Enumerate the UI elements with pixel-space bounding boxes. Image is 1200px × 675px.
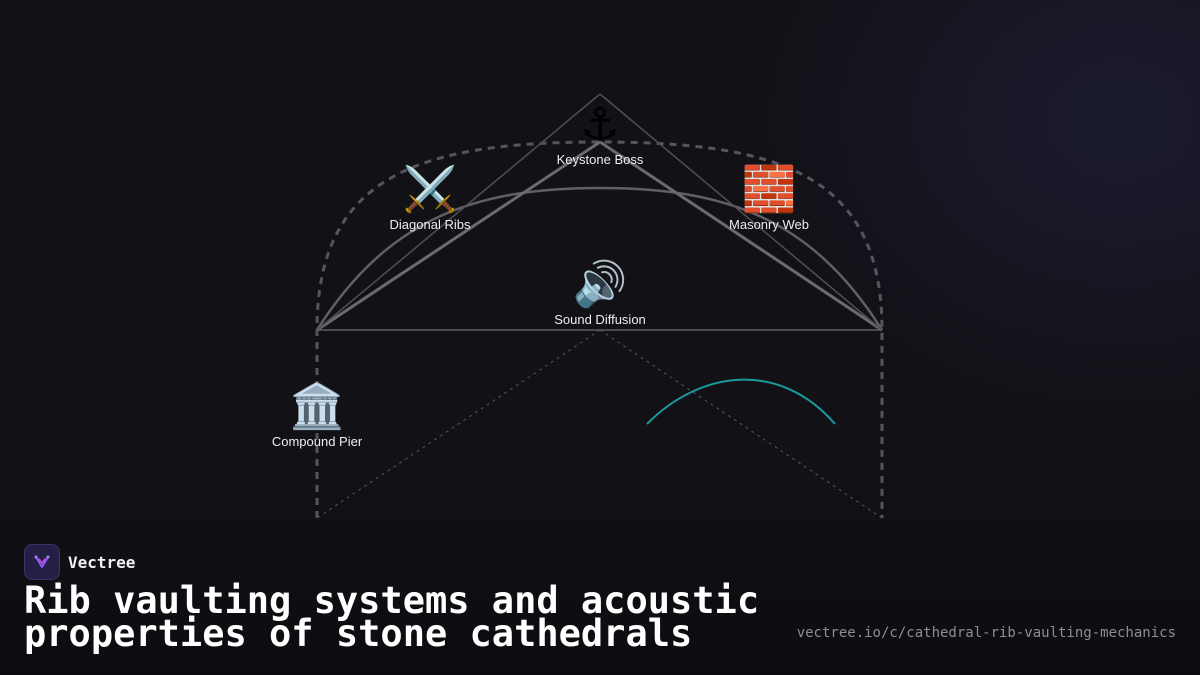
outer-arch-outline (315, 140, 884, 518)
node-label: Keystone Boss (556, 152, 644, 167)
brand-name: Vectree (68, 552, 136, 572)
anchor-icon: ⚓ (580, 99, 620, 150)
inner-arch (315, 186, 884, 331)
vectree-logo-icon (24, 544, 60, 580)
speaker-icon: 🔊 (572, 259, 628, 310)
node-diagonal-ribs: ⚔️ Diagonal Ribs (389, 164, 471, 233)
page-url: vectree.io/c/cathedral-rib-vaulting-mech… (796, 625, 1176, 641)
node-label: Compound Pier (271, 434, 363, 449)
classical-building-icon: 🏛️ (289, 381, 345, 432)
ridge-line-left (316, 93, 601, 331)
crossed-swords-icon: ⚔️ (402, 164, 458, 215)
brand: Vectree (24, 544, 135, 580)
diagonal-rib-right (599, 140, 883, 332)
thrust-line-left (316, 329, 601, 519)
node-label: Diagonal Ribs (389, 217, 471, 232)
node-keystone-boss: ⚓ Keystone Boss (556, 99, 644, 168)
ridge-line-right (599, 93, 883, 331)
node-sound-diffusion: 🔊 Sound Diffusion (554, 259, 646, 328)
node-masonry-web: 🧱 Masonry Web (729, 164, 809, 233)
acoustic-wave-arc (646, 378, 836, 425)
node-label: Sound Diffusion (554, 312, 646, 327)
page-title: Rib vaulting systems and acoustic proper… (24, 579, 760, 655)
thrust-line-right (599, 329, 883, 519)
node-compound-pier: 🏛️ Compound Pier (271, 381, 363, 450)
brick-icon: 🧱 (741, 164, 797, 215)
node-label: Masonry Web (729, 217, 809, 232)
diagonal-rib-left (316, 140, 601, 332)
